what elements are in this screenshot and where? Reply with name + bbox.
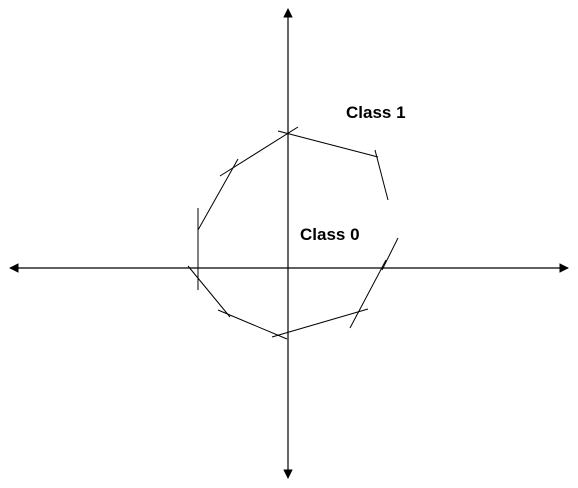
boundary-segment — [374, 149, 389, 201]
boundary-segment — [197, 158, 239, 231]
boundary-segment — [217, 309, 288, 340]
boundary-segment — [349, 259, 387, 329]
boundary-segment — [277, 130, 379, 158]
boundary-segment — [219, 126, 299, 177]
class-0-label: Class 0 — [300, 225, 360, 244]
boundary-segment — [187, 265, 231, 318]
class-1-label: Class 1 — [346, 103, 406, 122]
boundary-segment — [271, 308, 369, 338]
decision-boundary — [187, 126, 399, 340]
boundary-segment — [381, 237, 399, 271]
